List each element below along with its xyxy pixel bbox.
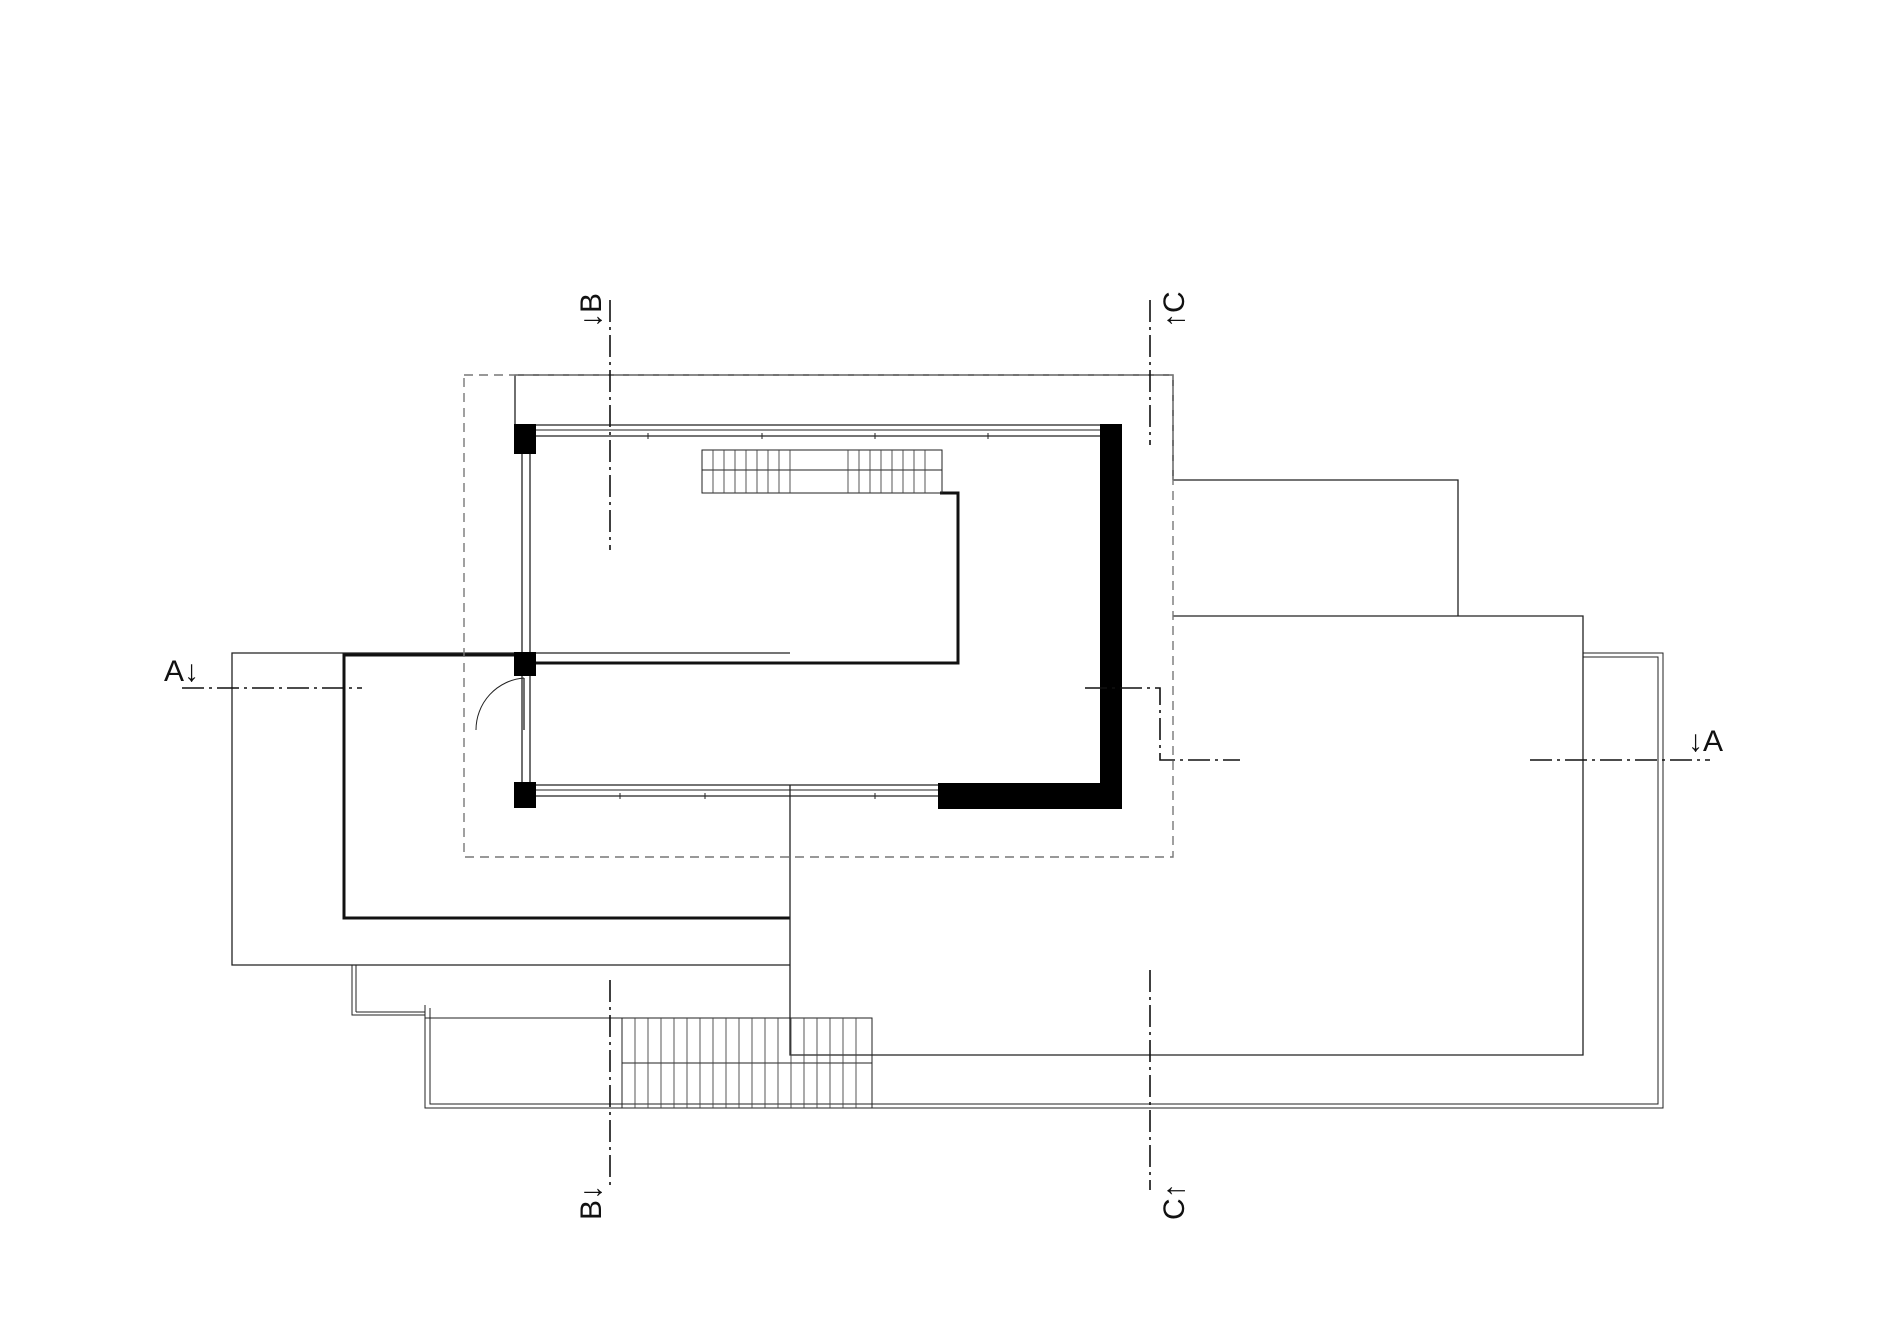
base-terrace-outline: [424, 652, 1664, 1109]
section-line-a: [182, 687, 1710, 761]
door-swing: [475, 677, 525, 731]
interior-partition: [536, 491, 960, 665]
upper-frame-outline: [514, 374, 1174, 480]
exterior-stair: [621, 1017, 873, 1109]
upper-right-volume: [1173, 479, 1459, 616]
section-label-b-top: ↓B: [575, 293, 608, 328]
structural-solids: [514, 424, 1122, 809]
left-wing-outline: [231, 652, 790, 966]
core-room-walls: [521, 424, 1100, 797]
section-label-b-bottom: B↓: [575, 1185, 608, 1220]
section-label-a-left: A↓: [164, 655, 199, 688]
section-label-a-right: ↓A: [1688, 725, 1723, 758]
glazing-mullions: [619, 433, 989, 799]
right-main-volume: [789, 615, 1584, 1056]
section-label-c-bottom: C↑: [1158, 1183, 1191, 1220]
interior-stair: [701, 449, 943, 494]
section-label-c-top: ↑C: [1158, 291, 1191, 328]
lower-step-outline: [351, 965, 790, 1019]
roof-overhang-dashed: [463, 374, 1174, 858]
